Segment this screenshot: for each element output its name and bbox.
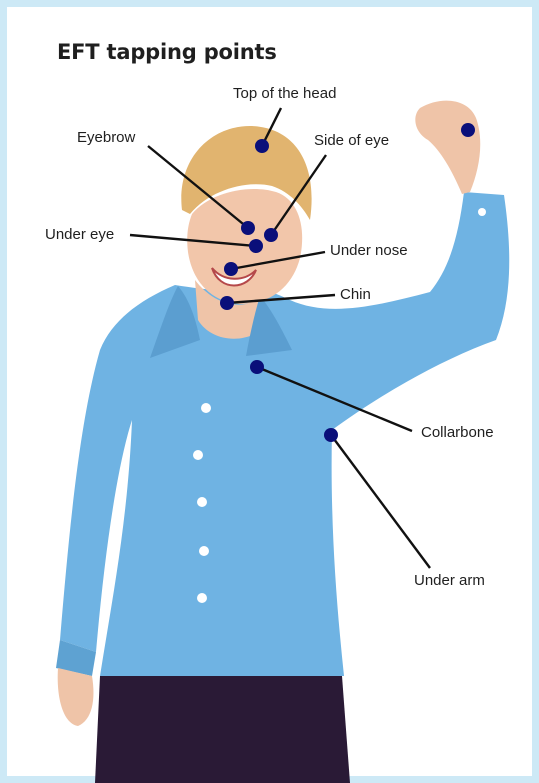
shirt-button — [193, 450, 203, 460]
label-under-eye: Under eye — [45, 226, 114, 243]
leader-under-arm — [331, 435, 430, 568]
shirt-button — [199, 546, 209, 556]
label-chin: Chin — [340, 286, 371, 303]
shirt-button — [197, 593, 207, 603]
right-fist — [415, 101, 480, 194]
label-side-of-eye: Side of eye — [314, 132, 389, 149]
tapping-point-karate-chop — [461, 123, 475, 137]
tapping-point-collarbone — [250, 360, 264, 374]
face — [187, 189, 302, 304]
tapping-point-side-of-eye — [264, 228, 278, 242]
tapping-point-eyebrow — [241, 221, 255, 235]
sleeve-button — [478, 208, 486, 216]
label-under-arm: Under arm — [414, 572, 485, 589]
skirt — [95, 676, 350, 783]
shirt-button — [201, 403, 211, 413]
tapping-point-chin — [220, 296, 234, 310]
label-collarbone: Collarbone — [421, 424, 494, 441]
tapping-point-under-arm — [324, 428, 338, 442]
left-hand — [58, 668, 94, 726]
tapping-point-under-eye — [249, 239, 263, 253]
label-under-nose: Under nose — [330, 242, 408, 259]
tapping-point-under-nose — [224, 262, 238, 276]
label-eyebrow: Eyebrow — [77, 129, 135, 146]
label-top-of-head: Top of the head — [233, 85, 336, 102]
tapping-point-top-of-head — [255, 139, 269, 153]
shirt-button — [197, 497, 207, 507]
